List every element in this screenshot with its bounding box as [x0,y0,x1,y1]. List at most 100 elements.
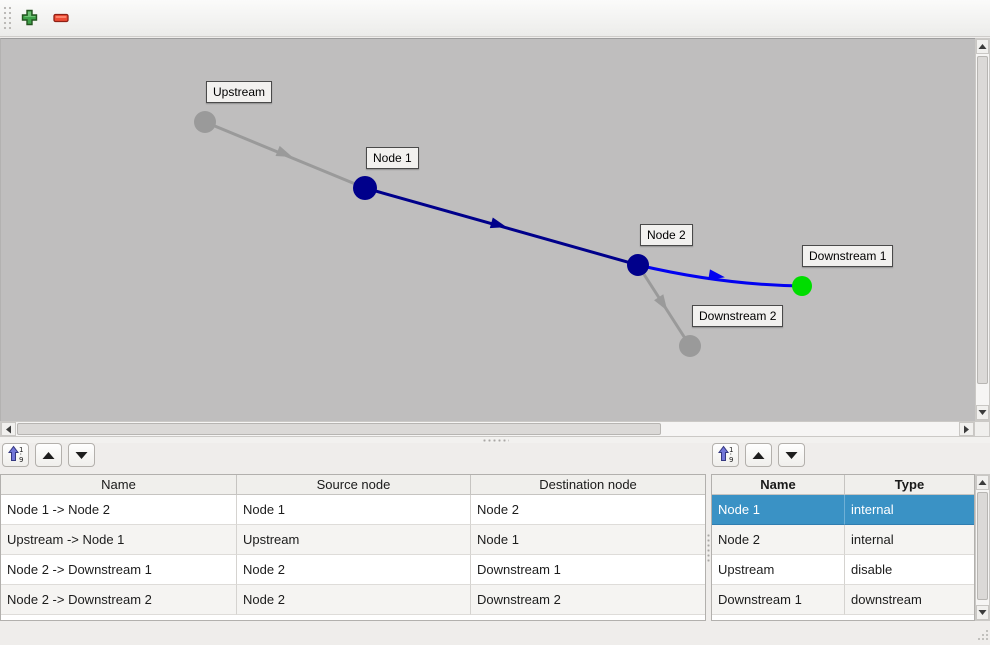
table-filler [1,615,705,620]
cell-name[interactable]: Node 1 [712,495,845,525]
cell-destination[interactable]: Downstream 2 [471,585,705,615]
horizontal-pane-splitter[interactable] [0,437,990,443]
remove-node-icon [52,9,70,30]
edge-arrow-node2-downstream2 [654,294,668,311]
node-node2[interactable] [627,254,649,276]
sort-nodes-button[interactable]: 1 9 [712,443,739,467]
svg-text:9: 9 [729,456,733,463]
node-label-upstream: Upstream [206,81,273,103]
cell-source[interactable]: Node 2 [237,585,471,615]
node-upstream[interactable] [194,111,216,133]
node-downstream1[interactable] [792,276,812,296]
arrow-right-icon [964,425,969,433]
graph-canvas[interactable]: Upstream Node 1 Node 2 Downstream 1 Down… [0,38,975,421]
table-row[interactable]: Upstream disable [712,555,974,585]
cell-name[interactable]: Upstream -> Node 1 [1,525,237,555]
table-row-selected[interactable]: Node 1 internal [712,495,974,525]
table-row[interactable]: Node 2 -> Downstream 2 Node 2 Downstream… [1,585,705,615]
edges-panel-toolbar: 1 9 [2,443,102,468]
cell-name[interactable]: Node 1 -> Node 2 [1,495,237,525]
sort-ascending-icon: 1 9 [7,445,25,466]
move-node-down-button[interactable] [778,443,805,467]
edge-node2-downstream1[interactable] [637,263,803,288]
arrow-left-icon [6,425,11,433]
arrow-up-icon [978,44,987,49]
cell-name[interactable]: Downstream 1 [712,585,845,615]
cell-name[interactable]: Node 2 -> Downstream 2 [1,585,237,615]
resize-grip-icon [978,630,988,640]
sort-edges-button[interactable]: 1 9 [2,443,29,467]
cell-destination[interactable]: Node 1 [471,525,705,555]
splitter-grip-icon [483,439,509,442]
table-row[interactable]: Node 1 -> Node 2 Node 1 Node 2 [1,495,705,525]
add-button[interactable] [17,7,41,31]
table-row[interactable]: Node 2 -> Downstream 1 Node 2 Downstream… [1,555,705,585]
sort-ascending-icon: 1 9 [717,445,735,466]
nodes-table-header: Name Type [712,475,974,495]
vertical-pane-splitter[interactable] [706,474,711,621]
move-edge-down-button[interactable] [68,443,95,467]
cell-source[interactable]: Node 1 [237,495,471,525]
scroll-left-button[interactable] [1,422,16,436]
nodes-table: Name Type Node 1 internal Node 2 interna… [711,474,975,621]
move-down-icon [785,451,798,459]
scrollbar-corner [975,421,990,437]
cell-type[interactable]: internal [845,525,974,555]
edges-table-header: Name Source node Destination node [1,475,705,495]
svg-text:9: 9 [19,456,23,463]
node-label-downstream1: Downstream 1 [802,245,894,267]
column-header-destination-node[interactable]: Destination node [539,477,637,492]
cell-name[interactable]: Node 2 [712,525,845,555]
vertical-scroll-thumb[interactable] [977,492,988,600]
cell-type[interactable]: downstream [845,585,974,615]
cell-type[interactable]: internal [845,495,974,525]
table-row[interactable]: Upstream -> Node 1 Upstream Node 1 [1,525,705,555]
column-header-name[interactable]: Name [712,475,845,494]
arrow-down-icon [978,610,987,615]
column-header-type[interactable]: Type [894,477,925,492]
add-node-icon [20,8,39,30]
node-label-node2: Node 2 [640,224,693,246]
cell-destination[interactable]: Downstream 1 [471,555,705,585]
column-header-source-node[interactable]: Source node [237,475,471,494]
window-resize-grip[interactable] [976,627,990,643]
move-up-icon [42,451,55,459]
edges-table: Name Source node Destination node Node 1… [0,474,706,621]
column-header-name[interactable]: Name [1,475,237,494]
toolbar-drag-handle[interactable] [3,6,11,31]
table-row[interactable]: Downstream 1 downstream [712,585,974,615]
edge-arrow-node1-node2 [489,217,507,229]
remove-button[interactable] [49,7,73,31]
node-label-node1: Node 1 [366,147,419,169]
vertical-scroll-thumb[interactable] [977,56,988,384]
edge-arrow-node2-downstream1 [708,269,725,281]
move-down-icon [75,451,88,459]
scroll-down-button[interactable] [976,605,989,620]
scroll-up-button[interactable] [976,475,989,490]
splitter-grip-icon [707,534,710,562]
arrow-up-icon [978,480,987,485]
scroll-up-button[interactable] [976,39,989,54]
cell-source[interactable]: Node 2 [237,555,471,585]
scroll-down-button[interactable] [976,405,989,420]
scroll-right-button[interactable] [959,422,974,436]
move-node-up-button[interactable] [745,443,772,467]
node-node1[interactable] [353,176,377,200]
node-downstream2[interactable] [679,335,701,357]
graph-svg [194,111,812,357]
svg-text:1: 1 [19,446,23,454]
svg-text:1: 1 [729,446,733,454]
cell-type[interactable]: disable [845,555,974,585]
move-edge-up-button[interactable] [35,443,62,467]
cell-name[interactable]: Upstream [712,555,845,585]
cell-destination[interactable]: Node 2 [471,495,705,525]
cell-name[interactable]: Node 2 -> Downstream 1 [1,555,237,585]
cell-source[interactable]: Upstream [237,525,471,555]
horizontal-scroll-thumb[interactable] [17,423,661,435]
nodes-table-scrollbar[interactable] [975,474,990,621]
canvas-vertical-scrollbar[interactable] [975,38,990,421]
nodes-panel-toolbar: 1 9 [712,443,812,468]
canvas-horizontal-scrollbar[interactable] [0,421,975,437]
table-row[interactable]: Node 2 internal [712,525,974,555]
